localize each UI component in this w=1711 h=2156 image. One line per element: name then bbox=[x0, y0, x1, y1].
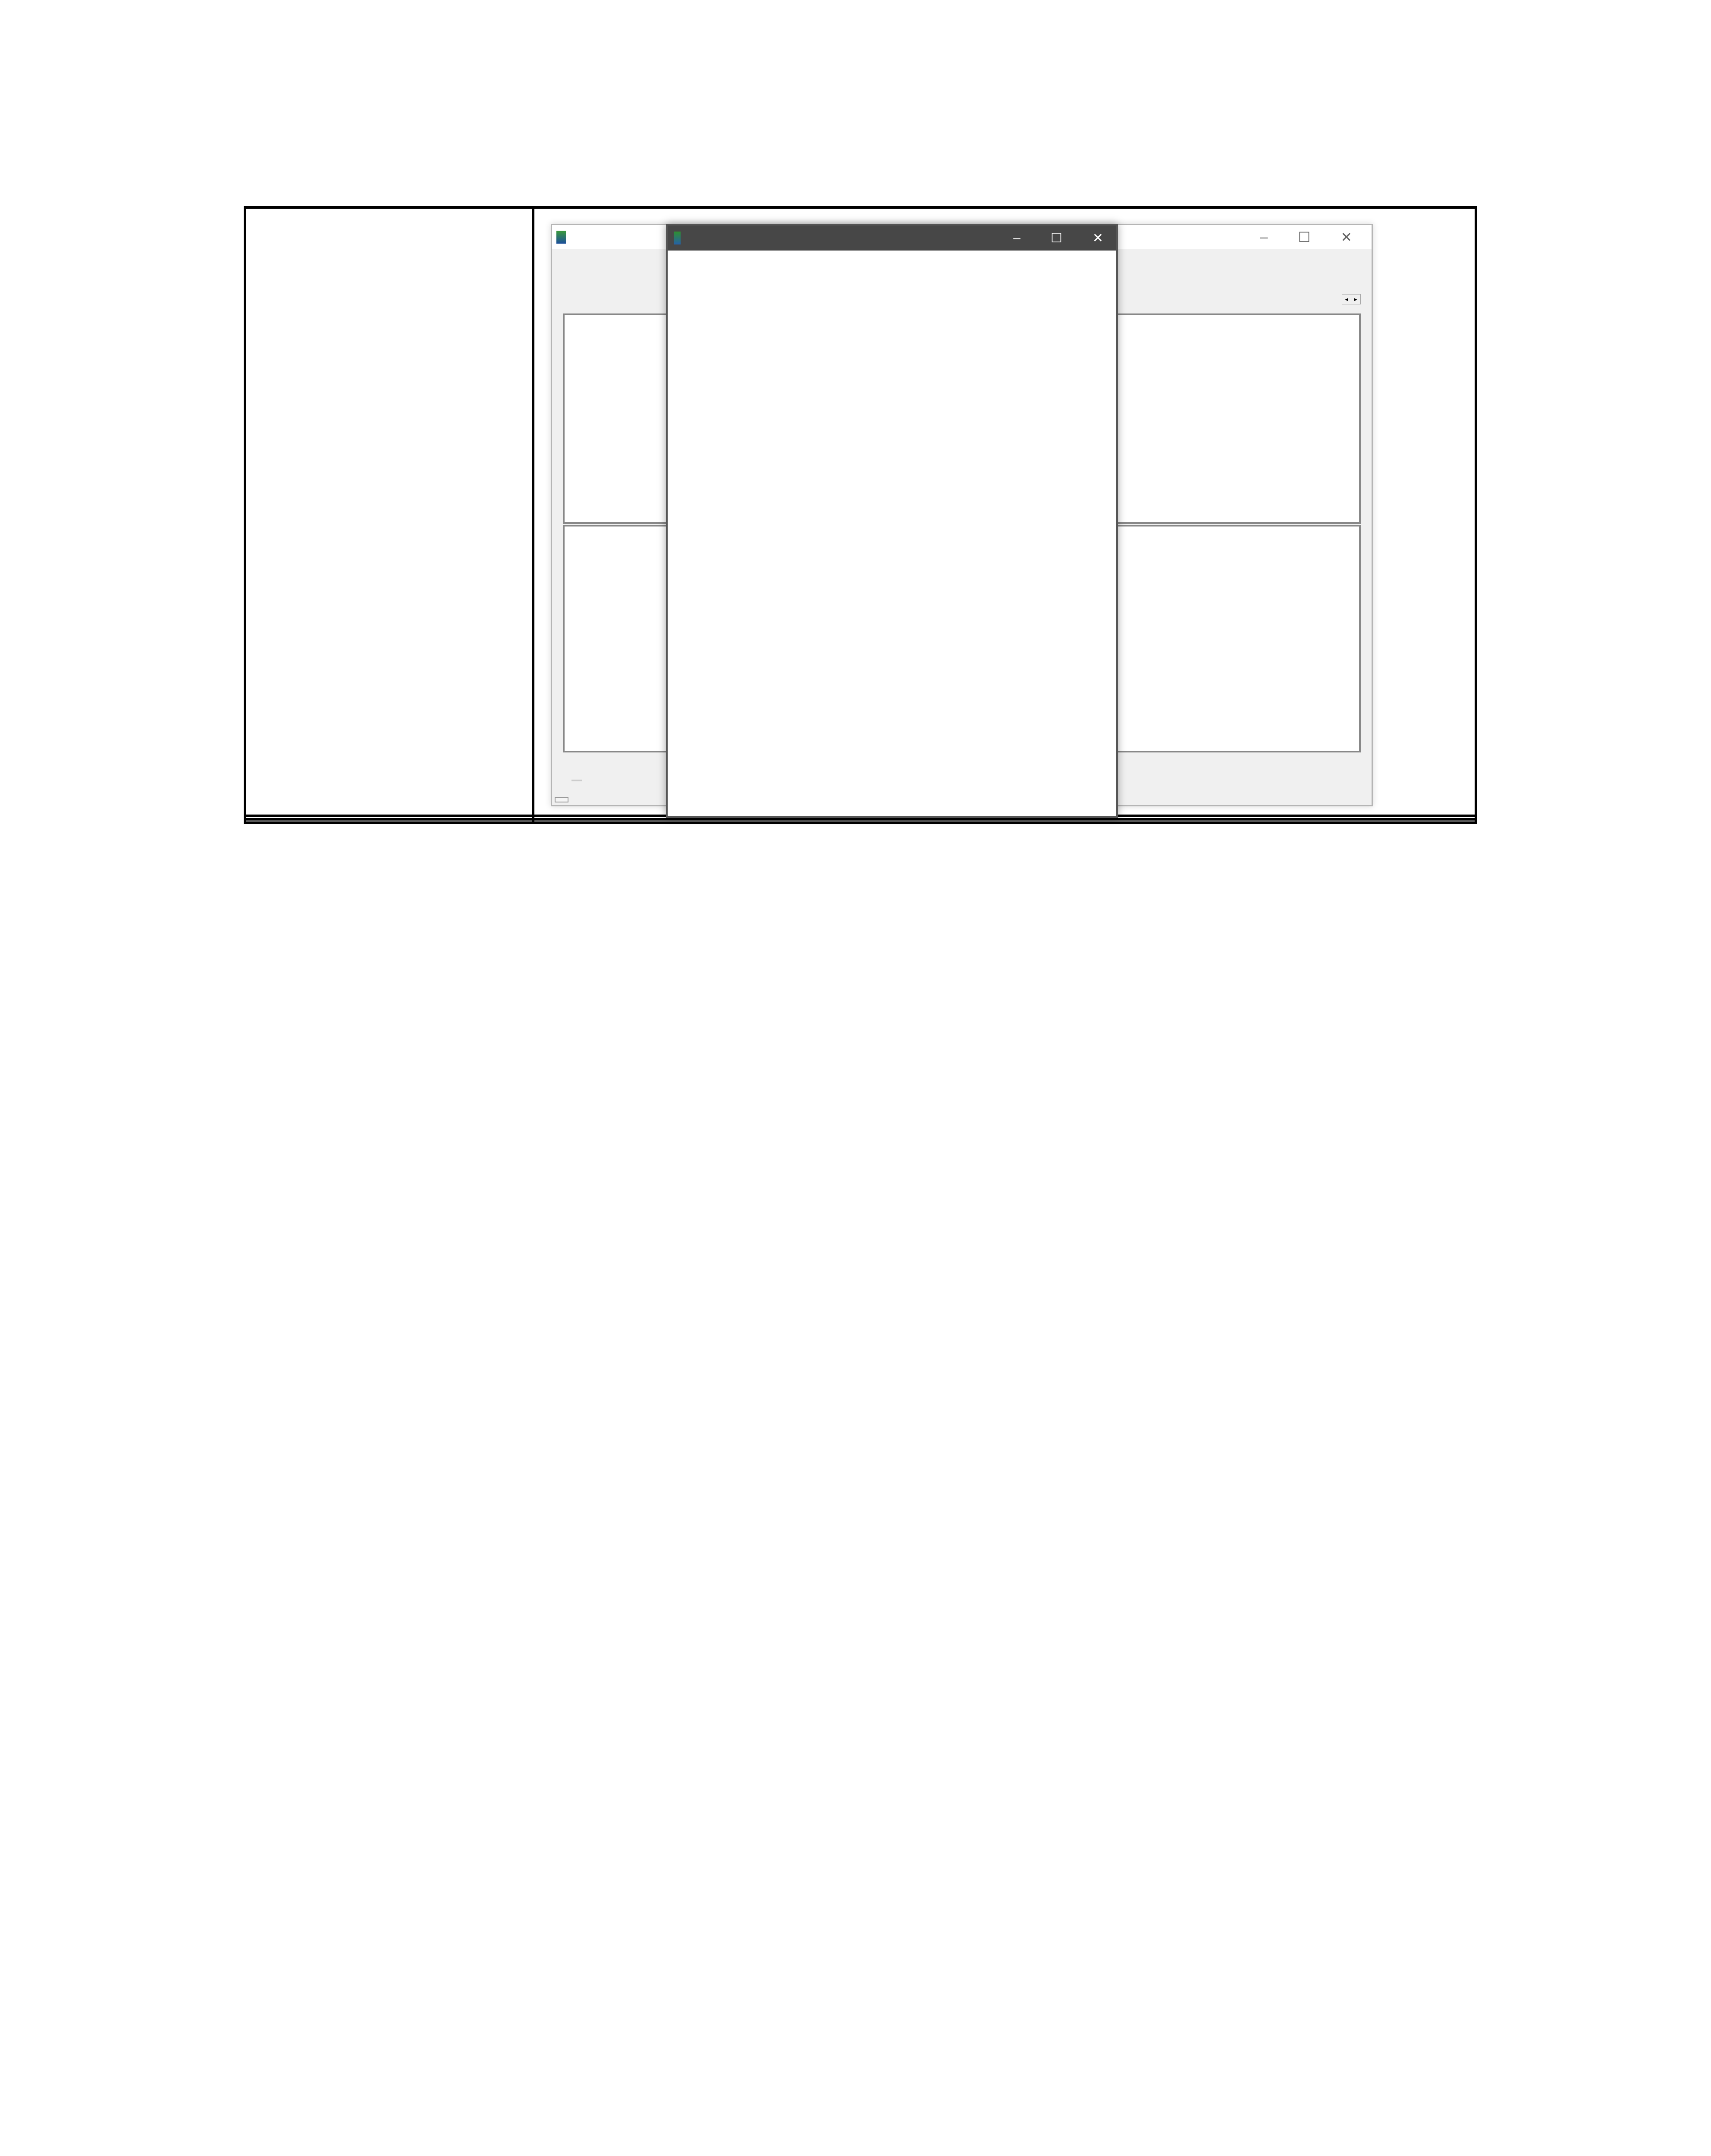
close-icon[interactable]: ✕ bbox=[1092, 231, 1103, 245]
screenshot-row: – ☐ ✕ ◂▸ bbox=[244, 206, 1477, 818]
stacked-profiles-window: – ☐ ✕ bbox=[666, 224, 1118, 818]
stacked-titlebar: – ☐ ✕ bbox=[668, 226, 1116, 251]
software-screenshot: – ☐ ✕ ◂▸ bbox=[534, 209, 1475, 818]
pmf-logo-icon bbox=[674, 232, 681, 244]
chapter-9-row bbox=[244, 818, 1477, 824]
chapter-8-heading bbox=[244, 815, 534, 821]
scroll-left-icon: ◂ bbox=[1342, 295, 1351, 304]
screenshot-cell: – ☐ ✕ ◂▸ bbox=[532, 206, 1477, 818]
course-outline-table: – ☐ ✕ ◂▸ bbox=[244, 206, 1477, 824]
empty-cell bbox=[244, 206, 534, 817]
minimize-icon[interactable]: – bbox=[1013, 230, 1020, 245]
tab-scroll-arrows[interactable]: ◂▸ bbox=[1342, 294, 1361, 304]
chapter-9-heading bbox=[244, 818, 534, 824]
maximize-icon[interactable]: ☐ bbox=[1298, 229, 1311, 245]
tab-concentration[interactable] bbox=[571, 780, 582, 781]
chapter-9-content bbox=[532, 818, 1477, 824]
close-icon[interactable]: ✕ bbox=[1341, 229, 1352, 245]
help-button[interactable] bbox=[555, 797, 568, 802]
minimize-icon[interactable]: – bbox=[1260, 229, 1268, 244]
maximize-icon[interactable]: ☐ bbox=[1050, 231, 1062, 245]
stacked-factor-chart bbox=[668, 251, 1113, 811]
scroll-right-icon: ▸ bbox=[1351, 295, 1360, 304]
pmf-logo-icon bbox=[556, 230, 566, 244]
